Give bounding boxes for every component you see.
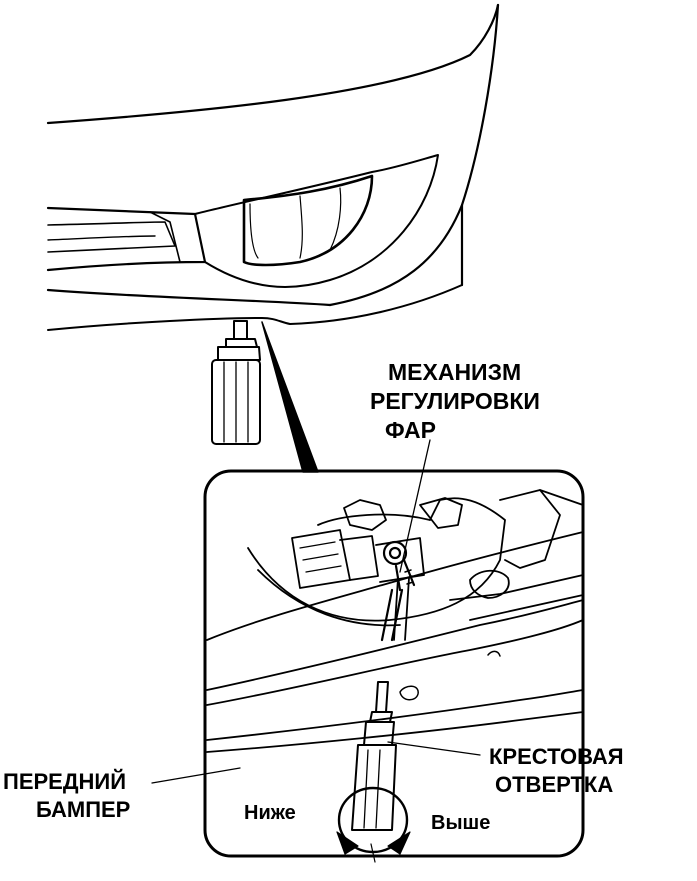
bumper-right-edge xyxy=(328,3,500,307)
bumper-top-edge xyxy=(46,3,500,125)
connector-block xyxy=(291,529,351,589)
fog-lamp-recess xyxy=(194,154,439,288)
fog-lamp-lens xyxy=(242,174,374,267)
screwdriver-label-line1: КРЕСТОВАЯ xyxy=(489,744,624,769)
grille-opening xyxy=(46,206,207,272)
screwdriver-leader-line xyxy=(387,741,481,756)
bumper-leader-line xyxy=(151,767,241,784)
headlight-housing xyxy=(247,497,506,622)
bumper-label-line1: ПЕРЕДНИЙ xyxy=(3,769,127,794)
adjuster-gear-icon xyxy=(380,540,416,642)
bumper-overview xyxy=(46,3,500,331)
screwdriver-large-icon xyxy=(336,681,411,863)
callout-pointer xyxy=(261,321,319,473)
bumper-lower-lip xyxy=(46,288,332,307)
bumper-label-line2: БАМПЕР xyxy=(36,797,131,822)
bumper-beam xyxy=(206,531,584,641)
mechanism-label-line1: МЕХАНИЗМ xyxy=(388,359,522,385)
detail-inset xyxy=(151,439,585,863)
direction-higher-label: Выше xyxy=(431,812,491,834)
screwdriver-small-icon xyxy=(211,320,261,445)
direction-lower-label: Ниже xyxy=(244,802,296,824)
detail-frame xyxy=(203,469,585,858)
bumper-bottom-edge xyxy=(47,284,463,331)
mechanism-label-line3: ФАР xyxy=(385,417,437,443)
mechanism-label-line2: РЕГУЛИРОВКИ xyxy=(370,388,540,414)
screwdriver-label-line2: ОТВЕРТКА xyxy=(495,772,614,797)
mechanism-leader-line xyxy=(399,439,431,573)
